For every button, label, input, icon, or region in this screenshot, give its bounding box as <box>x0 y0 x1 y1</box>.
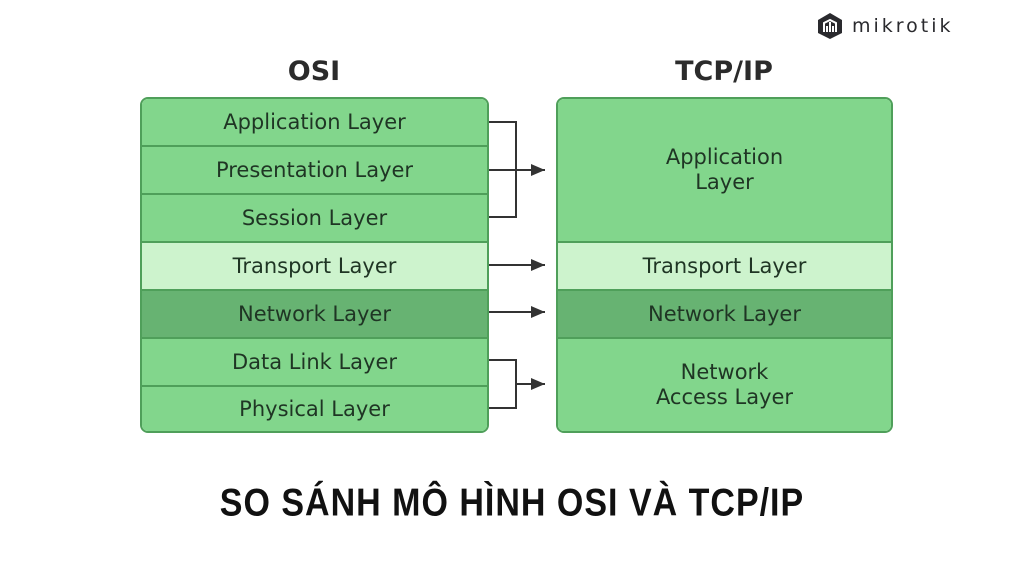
mikrotik-logo: mikrotik <box>816 12 954 40</box>
tcpip-layer-application: Application Layer <box>558 99 891 243</box>
osi-layer-network: Network Layer <box>142 291 487 339</box>
mikrotik-hex-icon <box>818 13 842 39</box>
osi-layer-application: Application Layer <box>142 99 487 147</box>
tcpip-layer-network-access: Network Access Layer <box>558 339 891 431</box>
osi-layer-datalink: Data Link Layer <box>142 339 487 387</box>
osi-layer-presentation: Presentation Layer <box>142 147 487 195</box>
osi-stack: Application Layer Presentation Layer Ses… <box>140 97 489 433</box>
tcpip-layer-transport: Transport Layer <box>558 243 891 291</box>
osi-layer-transport: Transport Layer <box>142 243 487 291</box>
tcpip-stack: Application Layer Transport Layer Networ… <box>556 97 893 433</box>
tcpip-layer-network: Network Layer <box>558 291 891 339</box>
caption-title: SO SÁNH MÔ HÌNH OSI VÀ TCP/IP <box>219 481 805 525</box>
tcpip-heading: TCP/IP <box>675 56 773 87</box>
osi-heading: OSI <box>287 56 341 87</box>
osi-layer-session: Session Layer <box>142 195 487 243</box>
bracket-upper <box>489 121 517 218</box>
osi-layer-physical: Physical Layer <box>142 387 487 431</box>
brand-name: mikrotik <box>852 15 954 37</box>
bracket-lower <box>489 359 517 409</box>
